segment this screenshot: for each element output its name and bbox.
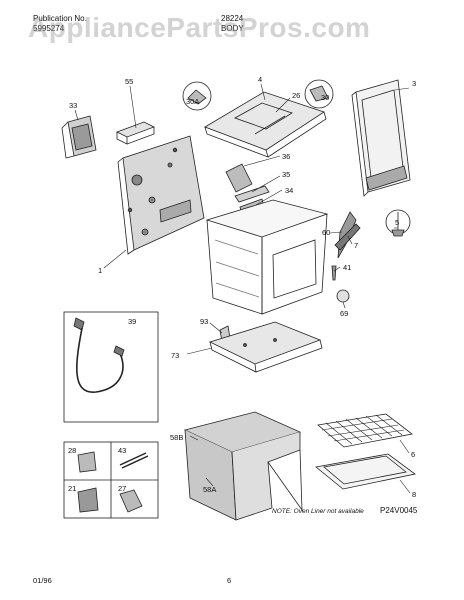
liner-note: NOTE: Oven Liner not available: [272, 508, 364, 515]
part-39-cord: [63, 311, 159, 423]
part-33-bracket: [61, 115, 97, 159]
callout-33: 33: [69, 101, 77, 110]
callout-26: 26: [292, 91, 300, 100]
watermark: AppliancePartsPros.com: [28, 12, 371, 43]
callout-43: 43: [118, 446, 126, 455]
part-41-screw: [331, 265, 337, 281]
small-parts-grid: [63, 441, 159, 519]
part-43-screw: [119, 452, 149, 469]
page-number: 6: [227, 576, 232, 585]
oven-body: [205, 199, 329, 315]
callout-41: 41: [343, 263, 351, 272]
callout-1: 1: [98, 266, 102, 275]
callout-35: 35: [282, 170, 290, 179]
callout-36: 36: [282, 152, 290, 161]
callout-73: 73: [171, 351, 179, 360]
model-number: 28224: [221, 14, 244, 23]
part-27-clip: [119, 489, 143, 513]
part-36-duct: [225, 163, 253, 193]
callout-3: 3: [412, 79, 416, 88]
callout-30a: 30A: [186, 97, 199, 106]
diagram-code: P24V0045: [380, 506, 418, 515]
detail-30a: [182, 81, 212, 111]
detail-30: [304, 79, 334, 109]
callout-39: 39: [128, 317, 136, 326]
callout-28: 28: [68, 446, 76, 455]
part-4-top-panel: [204, 91, 327, 158]
publication-label: Publication No.: [33, 14, 87, 23]
footer-date: 01/96: [33, 576, 52, 585]
callout-8: 8: [412, 490, 416, 499]
callout-7: 7: [354, 241, 358, 250]
callout-27: 27: [118, 484, 126, 493]
part-28-clip: [77, 451, 97, 473]
part-69-plug: [336, 289, 350, 303]
callout-34: 34: [285, 186, 293, 195]
part-8-liner: [315, 453, 416, 490]
callout-69: 69: [340, 309, 348, 318]
part-55-insulation: [115, 121, 156, 145]
callout-4: 4: [258, 75, 262, 84]
part-3-door: [351, 79, 411, 197]
callout-58a: 58A: [203, 485, 216, 494]
part-35-bracket: [234, 185, 270, 203]
callout-30: 30: [321, 93, 329, 102]
part-73-bottom-panel: [208, 321, 323, 373]
callout-93: 93: [200, 317, 208, 326]
callout-6: 6: [411, 450, 415, 459]
callout-55: 55: [125, 77, 133, 86]
section-title: BODY: [221, 24, 244, 33]
leader-lines: [74, 83, 411, 494]
part-5-leveler: [385, 209, 411, 237]
part-6-rack: [317, 413, 413, 448]
callout-58b: 58B: [170, 433, 183, 442]
part-58-insulation: [183, 411, 303, 521]
part-1-rear-panel: [117, 135, 205, 255]
part-7-hinge: [334, 223, 361, 251]
callout-60: 60: [322, 228, 330, 237]
publication-number: 5995274: [33, 24, 65, 33]
callout-21: 21: [68, 484, 76, 493]
part-21-block: [77, 487, 99, 513]
callout-5: 5: [395, 218, 399, 227]
